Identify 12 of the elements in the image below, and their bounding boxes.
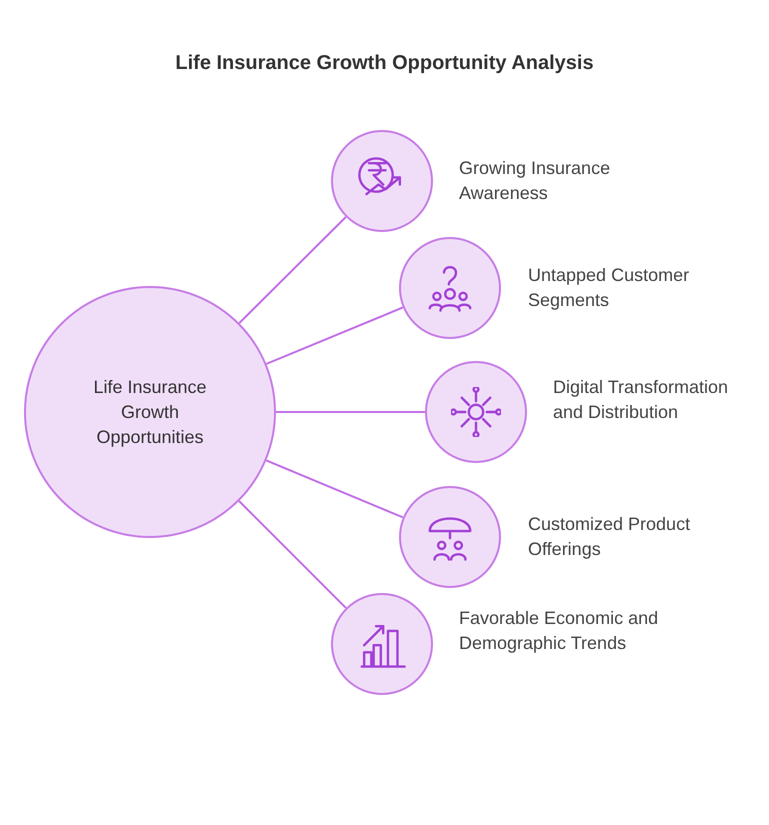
connector-line	[238, 216, 347, 324]
item-label: Digital Transformation and Distribution	[553, 376, 730, 424]
connector-line	[266, 460, 404, 518]
item-label: Customized Product Offerings	[528, 513, 692, 561]
connector-line	[266, 306, 404, 365]
item-label: Untapped Customer Segments	[528, 264, 690, 312]
connector-line	[238, 500, 347, 609]
node-label: Life Insurance Growth Opportunities	[92, 376, 208, 449]
diagram-title: Life Insurance Growth Opportunity Analysis	[174, 52, 595, 75]
connector-line	[276, 411, 425, 413]
item-label: Growing Insurance Awareness	[459, 157, 612, 205]
item-label: Favorable Economic and Demographic Trends	[459, 607, 659, 655]
